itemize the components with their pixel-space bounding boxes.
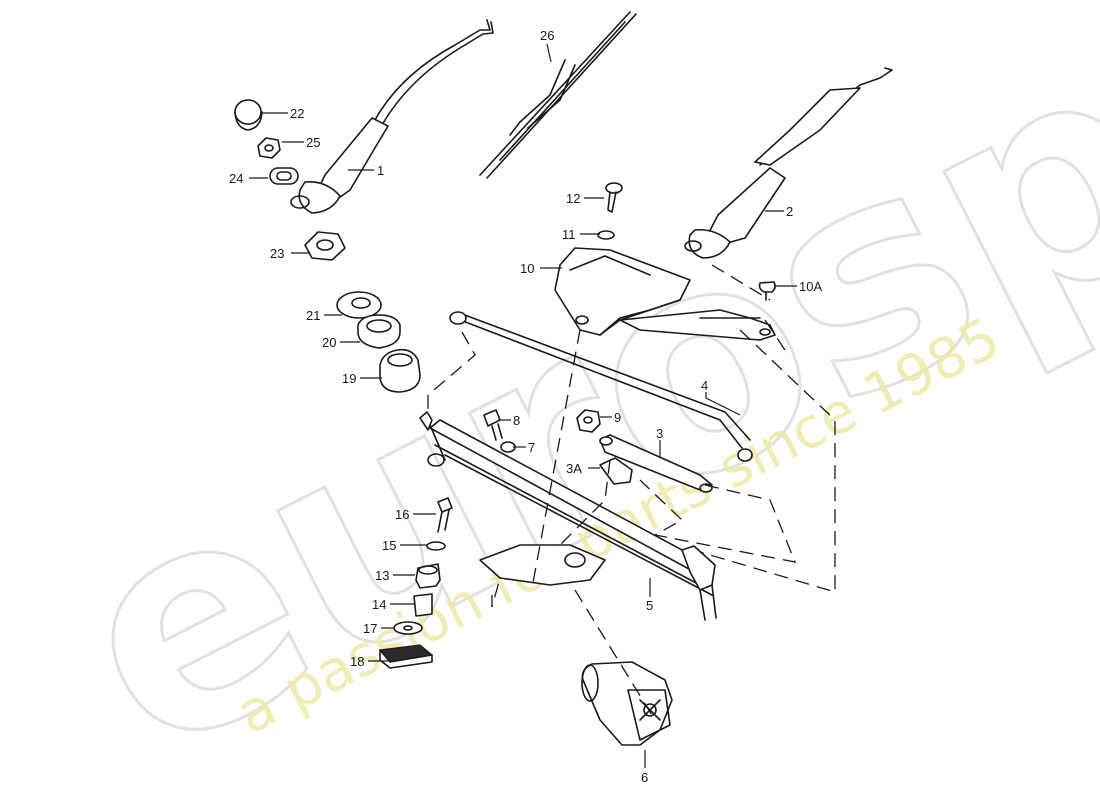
clip-3a xyxy=(599,457,633,485)
callout-2: 2 xyxy=(786,204,793,219)
nut-23 xyxy=(304,231,346,261)
callout-1: 1 xyxy=(377,163,384,178)
callout-17: 17 xyxy=(363,621,377,636)
callout-21: 21 xyxy=(306,308,320,323)
callout-10: 10 xyxy=(520,261,534,276)
callout-10a: 10A xyxy=(799,279,822,294)
callout-24: 24 xyxy=(229,171,243,186)
callout-13: 13 xyxy=(375,568,389,583)
wiper-arm-right xyxy=(684,67,893,259)
linkage-rod-long xyxy=(449,311,753,462)
callout-19: 19 xyxy=(342,371,356,386)
callout-6: 6 xyxy=(641,770,648,785)
callout-15: 15 xyxy=(382,538,396,553)
fasteners-lower-left xyxy=(378,497,453,669)
wiper-blade xyxy=(479,11,637,179)
main-linkage-frame xyxy=(419,411,717,621)
callout-labels: 22 25 24 1 23 21 20 19 26 12 11 10 2 10A… xyxy=(229,28,822,785)
callout-23: 23 xyxy=(270,246,284,261)
callout-25: 25 xyxy=(306,135,320,150)
wiper-motor xyxy=(581,661,673,746)
callout-26: 26 xyxy=(540,28,554,43)
watermark: eurospares a passion for parts since 198… xyxy=(22,0,1100,800)
leader-lines xyxy=(249,43,797,768)
washer-24 xyxy=(269,167,299,185)
callout-3: 3 xyxy=(656,426,663,441)
cap-22 xyxy=(234,99,262,125)
screw-washer-top xyxy=(597,182,623,240)
nut-25 xyxy=(257,137,281,159)
grommets xyxy=(336,291,421,393)
callout-16: 16 xyxy=(395,507,409,522)
callout-8: 8 xyxy=(513,413,520,428)
callout-7: 7 xyxy=(528,440,535,455)
callout-11: 11 xyxy=(562,227,576,242)
callout-22: 22 xyxy=(290,106,304,121)
assembly-lines xyxy=(427,264,836,721)
callout-9: 9 xyxy=(614,410,621,425)
wiper-arm-left xyxy=(290,19,494,214)
callout-5: 5 xyxy=(646,598,653,613)
callout-14: 14 xyxy=(372,597,386,612)
bulb-part xyxy=(758,281,776,301)
callout-3a: 3A xyxy=(566,461,582,476)
callout-4: 4 xyxy=(701,378,708,393)
callout-18: 18 xyxy=(350,654,364,669)
callout-20: 20 xyxy=(322,335,336,350)
bracket xyxy=(554,247,776,341)
fasteners-left xyxy=(234,99,346,261)
watermark-brand: eurospares xyxy=(24,0,1100,800)
callout-12: 12 xyxy=(566,191,580,206)
